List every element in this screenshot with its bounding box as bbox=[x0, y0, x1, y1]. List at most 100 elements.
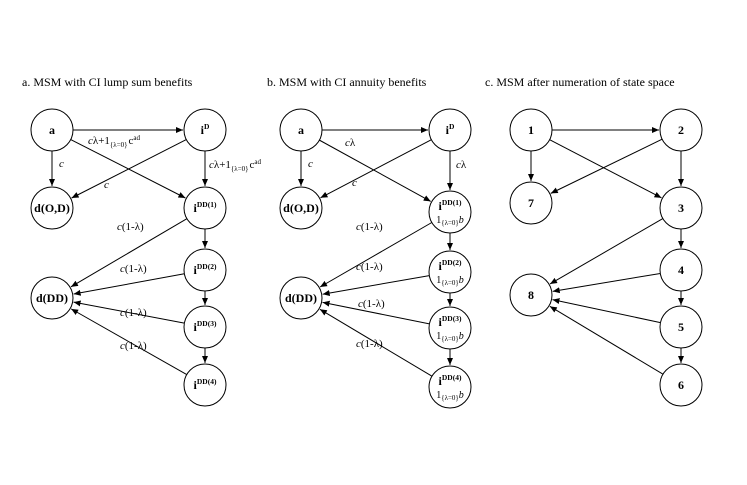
edge-iD-to-dOD bbox=[71, 139, 187, 199]
node-circle bbox=[428, 108, 472, 152]
edge-iDD3-to-dDD bbox=[73, 300, 185, 324]
edge-label-iDD4-to-dDD: c(1-λ) bbox=[120, 340, 147, 352]
node-circle bbox=[509, 273, 553, 317]
node-circle bbox=[428, 190, 472, 234]
node-a-iDD1: iDD(1) bbox=[183, 186, 227, 230]
edge-label-a-to-iDD1: cλ bbox=[345, 137, 356, 149]
edge-label-iD-to-iDD1: cλ bbox=[456, 159, 467, 171]
node-circle bbox=[279, 186, 323, 230]
node-a-iDD2: iDD(2) bbox=[183, 248, 227, 292]
edge-iDD1-to-dDD bbox=[319, 222, 433, 288]
edge-n6-to-n8 bbox=[549, 305, 664, 375]
node-label: iDD(2) bbox=[439, 258, 462, 273]
edge-iDD3-to-dDD bbox=[322, 300, 430, 325]
node-a-iD: iD bbox=[183, 108, 227, 152]
node-benefit: 1{λ=0}b bbox=[436, 390, 464, 402]
edge-n4-to-n8 bbox=[552, 272, 661, 294]
node-circle bbox=[659, 363, 703, 407]
node-label: a bbox=[49, 123, 55, 137]
node-b-dDD: d(DD) bbox=[279, 276, 323, 320]
edge-label-iD-to-dOD: c bbox=[352, 177, 357, 189]
node-label: d(O,D) bbox=[34, 201, 70, 215]
edge-label-iD-to-iDD1: cλ+1{λ=0}cad bbox=[209, 158, 261, 173]
node-label: iDD(2) bbox=[194, 262, 217, 277]
node-circle bbox=[30, 108, 74, 152]
node-a-iDD4: iDD(4) bbox=[183, 363, 227, 407]
node-c-n5: 5 bbox=[659, 305, 703, 349]
edge-label-iDD3-to-dDD: c(1-λ) bbox=[358, 298, 385, 310]
node-label: 8 bbox=[528, 288, 534, 302]
node-circle bbox=[183, 363, 227, 407]
node-label: 1 bbox=[528, 123, 534, 137]
node-circle bbox=[428, 365, 472, 409]
node-c-n6: 6 bbox=[659, 363, 703, 407]
edge-label-iD-to-dOD: c bbox=[104, 179, 109, 191]
node-b-iDD4: iDD(4) 1{λ=0}b bbox=[428, 365, 472, 409]
edge-a-to-iDD1 bbox=[319, 139, 431, 202]
node-circle bbox=[30, 186, 74, 230]
edge-iDD1-to-dDD bbox=[70, 218, 188, 288]
node-c-n8: 8 bbox=[509, 273, 553, 317]
node-label: iD bbox=[446, 122, 455, 137]
node-label: iD bbox=[201, 122, 210, 137]
edge-iDD2-to-dDD bbox=[322, 275, 430, 296]
edge-label-iDD1-to-dDD: c(1-λ) bbox=[117, 221, 144, 233]
node-label: 4 bbox=[678, 263, 684, 277]
node-label: 3 bbox=[678, 201, 684, 215]
node-c-n3: 3 bbox=[659, 186, 703, 230]
node-label: d(DD) bbox=[36, 291, 68, 305]
node-c-n1: 1 bbox=[509, 108, 553, 152]
node-circle bbox=[659, 186, 703, 230]
edge-label-iDD1-to-dDD: c(1-λ) bbox=[356, 221, 383, 233]
edge-label-a-to-dOD: c bbox=[308, 158, 313, 170]
node-label: a bbox=[298, 123, 304, 137]
node-b-iDD3: iDD(3)1{λ=0}b bbox=[428, 306, 472, 350]
edge-label-iDD4-to-dDD: c(1-λ) bbox=[356, 338, 383, 350]
node-label: 6 bbox=[678, 378, 684, 392]
node-label: 7 bbox=[528, 196, 534, 210]
node-b-iD: iD bbox=[428, 108, 472, 152]
edge-label-iDD2-to-dDD: c(1-λ) bbox=[356, 261, 383, 273]
edge-n1-to-n3 bbox=[549, 139, 662, 199]
node-a-dOD: d(O,D) bbox=[30, 186, 74, 230]
node-a-a: a bbox=[30, 108, 74, 152]
node-circle bbox=[183, 248, 227, 292]
node-label: iDD(1) bbox=[439, 198, 462, 213]
node-label: 2 bbox=[678, 123, 684, 137]
node-a-iDD3: iDD(3) bbox=[183, 305, 227, 349]
node-label: iDD(3) bbox=[439, 314, 462, 329]
node-label: d(DD) bbox=[285, 291, 317, 305]
node-circle bbox=[279, 108, 323, 152]
node-circle bbox=[659, 108, 703, 152]
edge-n2-to-n7 bbox=[550, 138, 663, 194]
node-circle bbox=[509, 108, 553, 152]
node-b-iDD1: iDD(1)1{λ=0}b bbox=[428, 190, 472, 234]
node-circle bbox=[30, 276, 74, 320]
node-circle bbox=[279, 276, 323, 320]
node-label: iDD(4) bbox=[439, 373, 462, 388]
panel-c-title: c. MSM after numeration of state space bbox=[485, 75, 675, 89]
node-circle bbox=[183, 108, 227, 152]
panel-b-title: b. MSM with CI annuity benefits bbox=[267, 75, 427, 89]
node-circle bbox=[183, 186, 227, 230]
edge-iDD4-to-dDD bbox=[70, 308, 187, 376]
node-label: iDD(3) bbox=[194, 319, 217, 334]
edge-iDD2-to-dDD bbox=[73, 273, 185, 296]
node-circle bbox=[659, 248, 703, 292]
node-circle bbox=[183, 305, 227, 349]
edge-labels-layer: cλ+1{λ=0}cadcccλ+1{λ=0}cadc(1-λ)c(1-λ)c(… bbox=[59, 134, 467, 352]
panel-a-title: a. MSM with CI lump sum benefits bbox=[22, 75, 193, 89]
node-b-dOD: d(O,D) bbox=[279, 186, 323, 230]
node-label: 5 bbox=[678, 320, 684, 334]
edge-label-iDD3-to-dDD: c(1-λ) bbox=[120, 307, 147, 319]
node-a-dDD: d(DD) bbox=[30, 276, 74, 320]
node-c-n2: 2 bbox=[659, 108, 703, 152]
edge-iD-to-dOD bbox=[320, 139, 432, 199]
nodes-layer: a iD d(O,D) iDD(1) iDD(2) d(DD) iDD(3) iDD(4) a i… bbox=[30, 108, 703, 409]
node-circle bbox=[428, 306, 472, 350]
node-b-iDD2: iDD(2)1{λ=0}b bbox=[428, 250, 472, 294]
edge-n5-to-n8 bbox=[552, 298, 661, 324]
node-label: d(O,D) bbox=[283, 201, 319, 215]
